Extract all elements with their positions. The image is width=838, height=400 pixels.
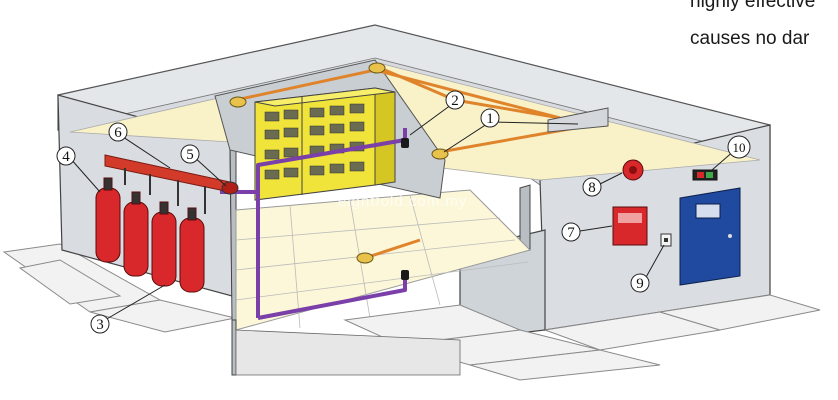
callout-5-label: 5 <box>186 147 194 163</box>
nozzles <box>401 138 409 280</box>
callout-leaders <box>69 101 736 321</box>
watermark-text: eightfold.com.my <box>338 193 467 210</box>
callout-1-label: 1 <box>486 111 494 127</box>
side-text-line-2: causes no dar <box>690 28 810 49</box>
front-wall-lower <box>235 329 461 376</box>
callout-2-label: 2 <box>451 93 459 109</box>
callout-6-label: 6 <box>114 125 122 141</box>
callout-7-label: 7 <box>567 225 575 241</box>
manifold-pipe <box>104 154 239 195</box>
callout-8: 8 <box>582 177 602 197</box>
callout-9-label: 9 <box>636 276 644 292</box>
control-panel <box>612 206 648 246</box>
callout-2: 2 <box>445 90 465 110</box>
manual-release-switch <box>660 233 672 247</box>
callout-6: 6 <box>108 122 128 142</box>
ceiling-detector-bracket <box>547 107 609 133</box>
callout-1: 1 <box>480 108 500 128</box>
alarm-bell <box>622 159 644 181</box>
callout-3: 3 <box>90 314 110 334</box>
front-wall-edge <box>231 319 237 376</box>
discharge-indicator-light <box>692 169 718 181</box>
yellow-equipment-cabinets <box>254 87 396 201</box>
agent-cylinders <box>95 168 206 293</box>
callout-3-label: 3 <box>96 317 104 333</box>
callout-4-label: 4 <box>62 149 70 165</box>
side-text-line-1: highly effective <box>690 0 816 12</box>
callout-10: 10 <box>727 135 751 159</box>
callout-8-label: 8 <box>588 180 596 196</box>
door <box>679 187 741 286</box>
callout-7: 7 <box>561 222 581 242</box>
callout-9: 9 <box>630 273 650 293</box>
callout-5: 5 <box>180 144 200 164</box>
callout-4: 4 <box>56 146 76 166</box>
callout-10-label: 10 <box>733 140 746 155</box>
